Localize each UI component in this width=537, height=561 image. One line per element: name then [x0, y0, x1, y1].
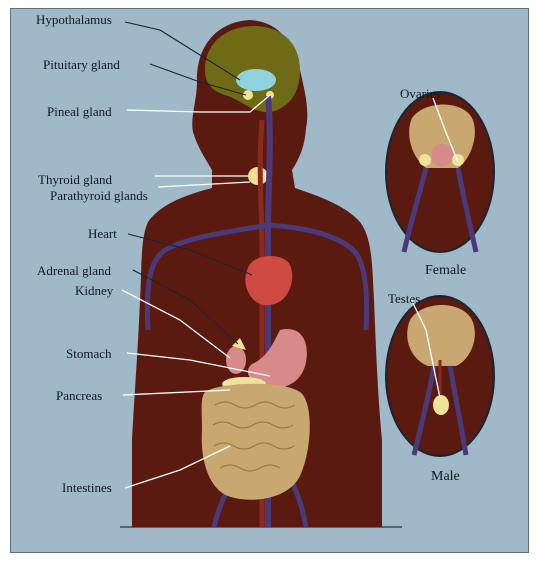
- intestines: [202, 384, 310, 500]
- male-inset: [386, 296, 494, 456]
- label-stomach: Stomach: [66, 346, 112, 361]
- label-hypothalamus: Hypothalamus: [36, 12, 112, 27]
- label-pituitary-gland: Pituitary gland: [43, 57, 120, 72]
- label-pancreas: Pancreas: [56, 388, 102, 403]
- hypothalamus-region: [236, 69, 276, 91]
- label-testes: Testes: [388, 291, 420, 306]
- label-ovaries: Ovaries: [400, 86, 440, 101]
- label-parathyroid-glands: Parathyroid glands: [50, 188, 148, 203]
- label-heart: Heart: [88, 226, 117, 241]
- caption-male: Male: [431, 469, 460, 484]
- label-pineal-gland: Pineal gland: [47, 104, 112, 119]
- label-intestines: Intestines: [62, 480, 112, 495]
- label-thyroid-gland: Thyroid gland: [38, 172, 113, 187]
- label-adrenal-gland: Adrenal gland: [37, 263, 112, 278]
- caption-female: Female: [425, 263, 466, 278]
- label-kidney: Kidney: [75, 283, 114, 298]
